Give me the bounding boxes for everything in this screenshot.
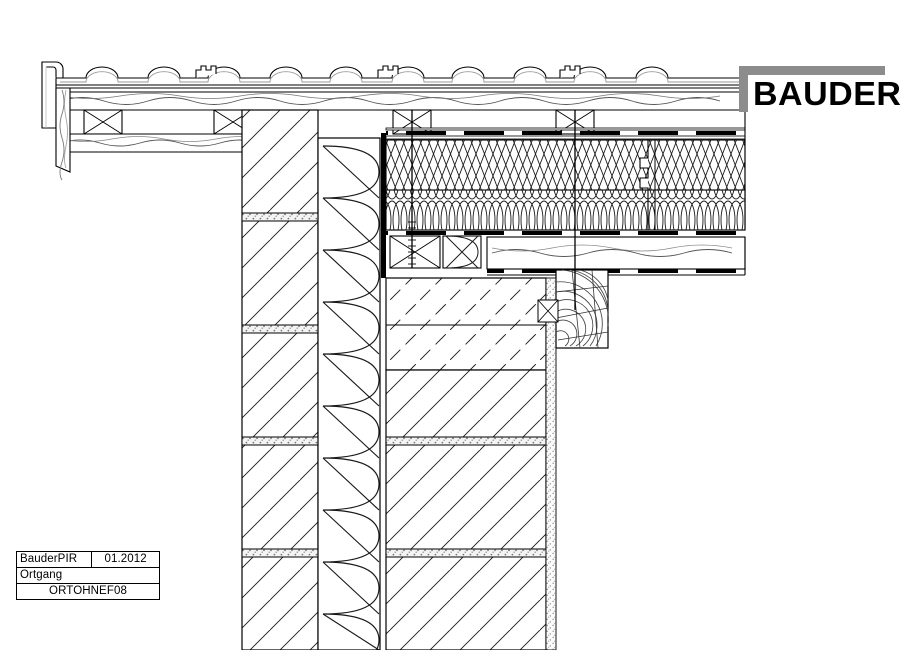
lower-right-masonry-wall — [385, 369, 547, 650]
wall-cavity-insulation — [317, 137, 381, 650]
title-block: BauderPIR 01.2012 Ortgang ORTOHNEF08 — [16, 551, 160, 600]
panel-tongue-groove-joint — [639, 140, 649, 230]
batten-section — [83, 109, 123, 135]
rafter-end-grain — [537, 269, 609, 349]
drawing-code: ORTOHNEF08 — [49, 585, 127, 597]
mineral-wool-band — [385, 189, 746, 231]
grain-ray-lines — [555, 269, 609, 349]
upper-right-masonry — [385, 277, 547, 371]
insulation-filler-block — [442, 235, 482, 269]
detail-name: Ortgang — [20, 569, 63, 581]
bauder-logo: BAUDER — [727, 66, 901, 112]
external-render-strip — [545, 277, 557, 650]
eaves-soffit-boards — [55, 133, 269, 153]
insulation-batt-loop — [322, 145, 380, 650]
junction-batten-and-filler — [389, 235, 482, 269]
pir-insulation-board — [385, 139, 746, 231]
fixing-screw — [408, 110, 416, 268]
logo-bracket-left — [739, 66, 748, 112]
tile-inner-profile — [60, 71, 745, 83]
drawing-date: 01.2012 — [104, 553, 147, 565]
title-block-row: ORTOHNEF08 — [17, 584, 159, 599]
annual-growth-rings — [555, 269, 609, 347]
eaves-timber-plate — [486, 236, 746, 276]
sealing-membrane-strips — [385, 127, 746, 235]
logo-wordmark: BAUDER — [753, 75, 902, 112]
roof-tile-covering — [41, 61, 745, 129]
batten-section — [537, 299, 559, 323]
logo-bracket-top — [739, 66, 885, 75]
timber-grain-wave — [59, 97, 721, 105]
roof-sheathing-boards — [55, 87, 746, 111]
left-masonry-wall — [241, 109, 319, 650]
vapour-barrier — [381, 133, 386, 278]
fixing-screws — [408, 110, 576, 310]
title-block-row: BauderPIR 01.2012 — [17, 552, 159, 568]
title-block-row: Ortgang — [17, 568, 159, 584]
barge-board — [55, 87, 71, 181]
product-name: BauderPIR — [17, 552, 93, 567]
tile-interlock-notch — [195, 65, 581, 78]
